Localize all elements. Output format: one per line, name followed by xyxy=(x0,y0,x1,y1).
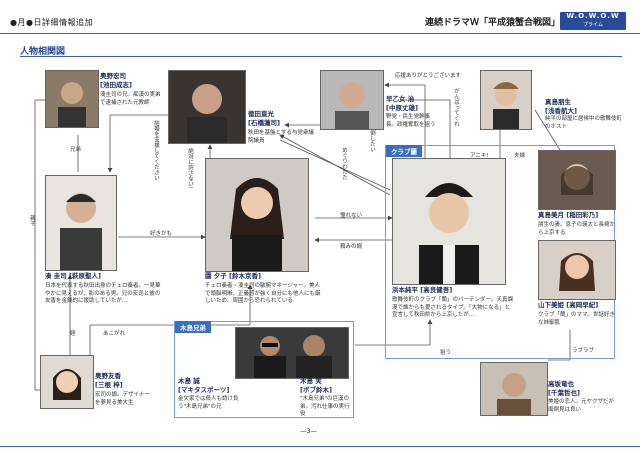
header-divider xyxy=(0,33,640,34)
actor-name: [三根 梓] xyxy=(95,381,123,389)
kijima-minoru-desc: "木島兄弟"の巨漢の弟。汚れ仕事の実行役 xyxy=(300,396,350,418)
actor-name: [浅香航大] xyxy=(545,107,577,115)
relation-label: 憧れない xyxy=(340,213,363,219)
tokuda-name: 徳田直光 [石橋蓮司] xyxy=(248,110,280,128)
takasaka-desc: 美姫の恋人。元ヤクザだが面倒見は良い xyxy=(548,399,615,413)
mashima-tomoo-photo xyxy=(480,70,532,130)
actor-name: [千葉哲也] xyxy=(548,389,580,397)
actor-name: [石橋蓮司] xyxy=(248,119,280,127)
relation-label: 頼みの綱 xyxy=(340,244,363,250)
character-name: 徳田直光 xyxy=(248,110,274,118)
actor-name: [高岡早紀] xyxy=(566,301,599,309)
actor-name: [池田成志] xyxy=(100,81,132,89)
section-title: 人物相関図 xyxy=(20,47,66,57)
actor-name: [ボブ鈴木] xyxy=(300,386,332,394)
okuno-tomoka-photo xyxy=(40,355,94,409)
saotome-desc: 野党・民生党幹事長。政権奪取を狙う xyxy=(386,114,436,128)
character-name: 奥野友香 xyxy=(95,372,121,380)
relation-label: 倒したい xyxy=(369,130,375,152)
character-name: 早乙女 治 xyxy=(386,95,415,103)
relation-label: 夫婦 xyxy=(514,153,526,159)
logo-text: W.O.W.O.W xyxy=(566,12,620,20)
sono-desc: チェロ奏者・湊圭司の敏腕マネージャー。美人で頭脳明晰。正義感が強く自分にも他人に… xyxy=(205,283,321,305)
saotome-photo xyxy=(320,70,384,130)
minato-name: 湊 圭司 [萩原聖人] xyxy=(45,272,101,281)
mashima-mizuki-name: 真島美月 [稲田彩乃] xyxy=(538,211,598,220)
takasaka-name: 高坂竜也 [千葉哲也] xyxy=(548,380,580,398)
minato-photo xyxy=(45,175,117,271)
character-name: 園 夕子 xyxy=(205,272,227,280)
character-name: 真島美月 xyxy=(538,211,564,219)
character-name: 湊 圭司 xyxy=(45,272,67,280)
relation-label: ラブラブ xyxy=(572,348,595,354)
relation-label: 応援ありがとうございます xyxy=(395,73,462,79)
character-name: 高坂竜也 xyxy=(548,380,574,388)
kijima-tag: 木島兄弟 xyxy=(175,321,211,333)
actor-name: [萩原聖人] xyxy=(69,272,101,280)
relation-label: 兄弟 xyxy=(70,147,82,153)
character-name: 浜本純平 xyxy=(392,286,418,294)
relation-label: 絶対に許さない! xyxy=(187,148,193,189)
relation-label: がんばってくれ xyxy=(453,88,459,127)
section-divider xyxy=(20,56,622,57)
drama-title: 連続ドラマＷ「平成猿蟹合戦図」 xyxy=(425,18,561,28)
takasaka-photo xyxy=(480,362,548,416)
actor-name: [高良健吾] xyxy=(420,286,453,294)
yamashita-name: 山下美姫 [高岡早紀] xyxy=(538,301,598,310)
kijima-makoto-desc: 金欠家では殺人も請け負う"木島兄弟"の兄 xyxy=(178,396,239,410)
relation-label: めぐりわたた xyxy=(341,147,347,180)
mashima-mizuki-desc: 朋生の妻。息子の瑛太と長崎から上京する xyxy=(538,222,616,236)
footer-divider xyxy=(0,446,640,447)
okuno-koji-photo xyxy=(45,70,99,128)
yamashita-photo xyxy=(538,240,616,300)
logo-subtext: プライム xyxy=(583,22,603,28)
hamamoto-photo xyxy=(392,158,506,285)
kijima-brothers-photo xyxy=(235,327,349,379)
mashima-mizuki-photo xyxy=(538,150,616,210)
tokuda-desc: 秋田を基盤とする与党衆議院議員 xyxy=(248,130,314,144)
relation-label: あこがれ xyxy=(103,331,126,337)
okuno-tomoka-name: 奥野友香 [三根 梓] xyxy=(95,372,123,390)
hamamoto-desc: 歌舞伎町のクラブ「蘭」のバーテンダー。天真爛漫で誰からも愛されるタイプ。「大物に… xyxy=(392,297,513,319)
relation-label: 親子 xyxy=(29,215,35,226)
header-date-note: ●月●日詳細情報追加 xyxy=(10,18,93,27)
actor-name: [マキタスポーツ] xyxy=(178,386,230,394)
mashima-tomoo-name: 真島朋生 [浅香航大] xyxy=(545,98,577,116)
hamamoto-name: 浜本純平 [高良健吾] xyxy=(392,286,452,295)
actor-name: [中原丈雄] xyxy=(386,104,418,112)
kijima-minoru-name: 木島 実 [ボブ鈴木] xyxy=(300,377,332,395)
wowow-logo: W.O.W.O.W プライム xyxy=(560,12,626,30)
actor-name: [稲田彩乃] xyxy=(566,211,599,219)
character-name: 奥野宏司 xyxy=(100,72,126,80)
character-name: 山下美姫 xyxy=(538,301,564,309)
mashima-tomoo-desc: 純平の部屋に居候中の歌舞伎町のホスト xyxy=(545,116,623,130)
character-name: 真島朋生 xyxy=(545,98,571,106)
relation-label: アニキ! xyxy=(470,153,489,159)
sono-name: 園 夕子 [鈴木京香] xyxy=(205,272,261,281)
character-name: 木島 誠 xyxy=(178,377,200,385)
minato-desc: 日本を代表する秋田出身のチェロ奏者。一見華やかに見えるが、影のある男。兄の宏司と… xyxy=(45,283,161,305)
relation-label: 姪 xyxy=(70,331,76,337)
saotome-name: 早乙女 治 [中原丈雄] xyxy=(386,95,418,113)
okuno-koji-name: 奥野宏司 [池田成志] xyxy=(100,72,132,90)
club-ran-tag: クラブ蘭 xyxy=(386,145,422,157)
relation-label: 結婚を支援してください xyxy=(153,120,159,181)
okuno-tomoka-desc: 宏司の娘。デザイナーを夢見る美大生 xyxy=(95,392,150,406)
yamashita-desc: クラブ「蘭」のママ。世話好きな姉御肌 xyxy=(538,312,615,326)
tokuda-photo xyxy=(168,70,246,144)
kijima-makoto-name: 木島 誠 [マキタスポーツ] xyxy=(178,377,229,395)
kijima-frame xyxy=(174,321,354,418)
character-name: 木島 実 xyxy=(300,377,322,385)
relation-label: 狙う xyxy=(440,350,452,356)
actor-name: [鈴木京香] xyxy=(229,272,261,280)
relation-label: 好きかも xyxy=(150,231,173,237)
okuno-koji-desc: 湊圭司の兄。痴漢の実弟で逮捕された元教師 xyxy=(100,92,161,106)
page-number: —3— xyxy=(300,427,318,435)
sono-photo xyxy=(205,158,309,272)
